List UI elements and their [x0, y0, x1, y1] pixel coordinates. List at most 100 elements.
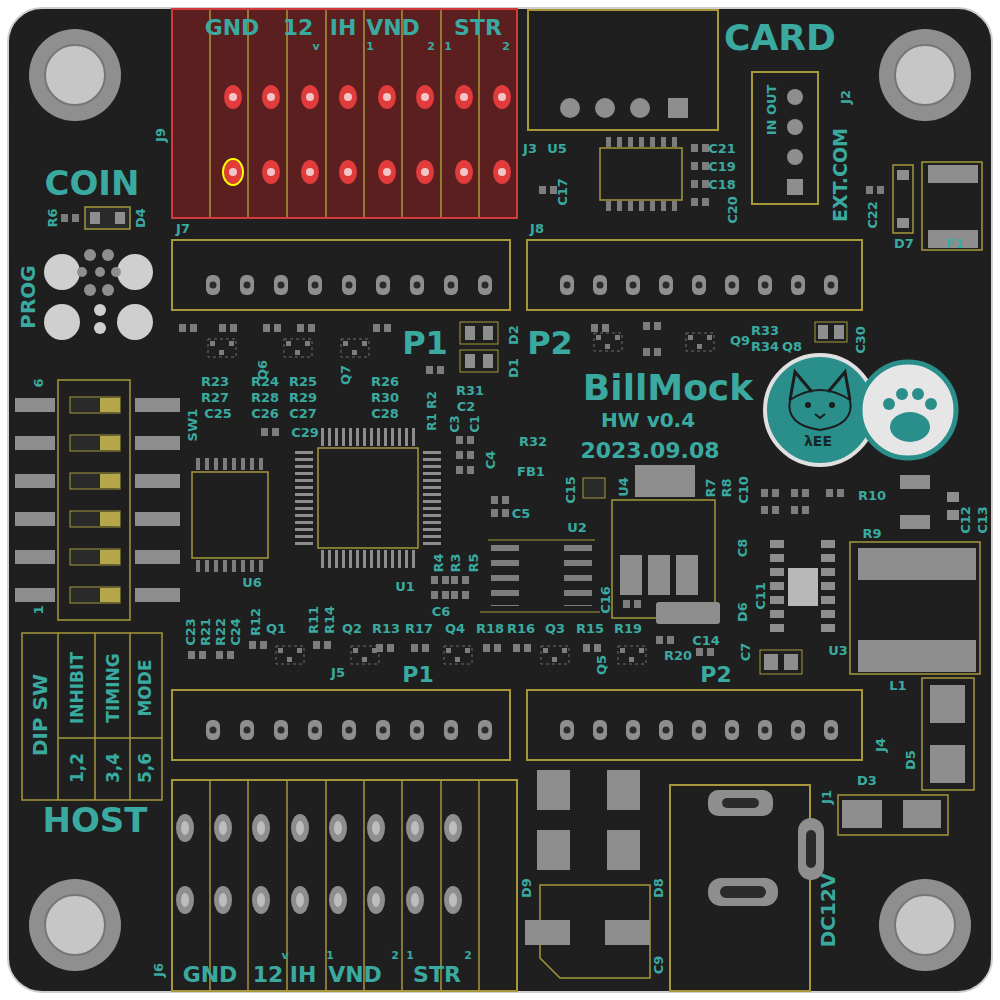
silkscreen-label: P2 [700, 664, 731, 686]
silkscreen-label: C26 [251, 407, 279, 420]
silkscreen-label: C29 [291, 426, 319, 439]
silkscreen-label: R11 [307, 606, 320, 634]
silkscreen-label: P1 [402, 664, 433, 686]
silkscreen-label: J1 [820, 790, 833, 804]
silkscreen-label: SW1 [186, 409, 199, 442]
silkscreen-label: U3 [828, 644, 848, 657]
silkscreen-label: R24 [251, 375, 279, 388]
silkscreen-label: Q9 [730, 334, 750, 347]
silkscreen-label: 1,2 [69, 753, 86, 783]
silkscreen-label: COIN [45, 166, 140, 200]
silkscreen-label: R27 [201, 391, 229, 404]
silkscreen-label: D4 [134, 208, 147, 228]
silkscreen-label: v [312, 41, 319, 52]
silkscreen-label: R14 [323, 606, 336, 634]
silkscreen-label: C14 [692, 634, 720, 647]
silkscreen-label: R19 [614, 622, 642, 635]
silkscreen-label: J4 [874, 738, 887, 752]
silkscreen-label: 1 [444, 41, 452, 52]
silkscreen-label: STR [454, 17, 502, 39]
silkscreen-label: R1 [426, 413, 438, 431]
silkscreen-label: C13 [976, 506, 989, 534]
silkscreen-label: J8 [530, 222, 544, 235]
silkscreen-label: R3 [449, 553, 462, 572]
silkscreen-label: D6 [736, 602, 749, 622]
silkscreen-label: C9 [652, 956, 665, 975]
silkscreen-label: Q5 [595, 655, 608, 675]
silkscreen-label: R32 [519, 435, 547, 448]
silkscreen-label: R33 [751, 324, 779, 337]
silkscreen-label: DIP SW [30, 674, 50, 756]
silkscreen-label: R21 [199, 618, 212, 646]
silkscreen-label: R15 [576, 622, 604, 635]
silkscreen-label: C5 [512, 507, 531, 520]
silkscreen-label: D5 [904, 750, 917, 770]
silkscreen-label: 12 [253, 964, 284, 986]
silkscreen-label: C19 [708, 160, 736, 173]
silkscreen-label: C22 [866, 201, 879, 229]
silkscreen-label: MODE [137, 659, 154, 716]
silkscreen-label: D8 [652, 878, 665, 898]
silkscreen-label: Q8 [782, 340, 802, 353]
silkscreen-label: C11 [754, 582, 767, 610]
silkscreen-label: STR [413, 964, 461, 986]
silkscreen-label: R18 [476, 622, 504, 635]
silkscreen-label: 1 [406, 950, 414, 961]
silkscreen-label: R9 [862, 527, 881, 540]
silkscreen-label: R6 [46, 208, 59, 227]
silkscreen-label: U2 [567, 521, 587, 534]
silkscreen-label: R10 [858, 489, 886, 502]
silkscreen-label: IN OUT [765, 85, 778, 136]
silkscreen-label: C23 [184, 618, 197, 646]
silkscreen-label: VND [366, 17, 420, 39]
silkscreen-label: U5 [547, 142, 567, 155]
silkscreen-label: R2 [426, 391, 438, 409]
silkscreen-label: EXT.COM [831, 128, 850, 222]
silkscreen-label: R30 [371, 391, 399, 404]
silkscreen-label: C17 [556, 178, 569, 206]
silkscreen-label: C18 [708, 178, 736, 191]
silkscreen-label: INHIBIT [69, 652, 86, 724]
silkscreen-label: IH [330, 17, 357, 39]
silkscreen-label: R4 [432, 553, 445, 572]
silkscreen-label: R12 [249, 608, 262, 636]
silkscreen-label: Q4 [445, 622, 465, 635]
silkscreen-label: R22 [214, 618, 227, 646]
silkscreen-label: C6 [432, 605, 451, 618]
silkscreen-label: J5 [331, 666, 345, 679]
silkscreen-label: VND [328, 964, 382, 986]
silkscreen-label: 5,6 [137, 753, 154, 783]
silkscreen-label: F1 [946, 237, 964, 250]
silkscreen-label: C2 [457, 400, 476, 413]
silkscreen-label: 3,4 [105, 753, 122, 783]
silkscreen-label: C1 [469, 415, 481, 432]
silkscreen-label: PROG [18, 265, 38, 328]
silkscreen-label: P2 [527, 327, 573, 359]
silkscreen-label: R29 [289, 391, 317, 404]
silkscreen-label: C15 [564, 476, 577, 504]
silkscreen-label: Q1 [266, 622, 286, 635]
silkscreen-label: 2023.09.08 [580, 440, 719, 462]
silkscreen-label: C20 [726, 196, 739, 224]
silkscreen-label: C21 [708, 142, 736, 155]
silkscreen-label: 1 [326, 950, 334, 961]
silkscreen-label: R8 [720, 478, 733, 497]
silkscreen-label: 2 [427, 41, 435, 52]
silkscreen-label: 2 [464, 950, 472, 961]
silkscreen-label: R34 [751, 340, 779, 353]
silkscreen-label: R26 [371, 375, 399, 388]
silkscreen-label: C27 [289, 407, 317, 420]
silkscreen-label: J6 [152, 963, 165, 977]
silkscreen-label: HOST [42, 803, 147, 837]
silkscreen-label: L1 [889, 679, 906, 692]
silkscreen-label: U1 [395, 580, 415, 593]
silkscreen-label: C24 [229, 618, 242, 646]
silkscreen-label: 6 [32, 378, 45, 387]
silkscreen-label: 2 [502, 41, 510, 52]
silkscreen-label: R16 [507, 622, 535, 635]
silkscreen-label: Q2 [342, 622, 362, 635]
silkscreen-label: C30 [854, 326, 867, 354]
silkscreen-label: BillMock [583, 370, 753, 406]
silkscreen-label: C10 [737, 476, 750, 504]
